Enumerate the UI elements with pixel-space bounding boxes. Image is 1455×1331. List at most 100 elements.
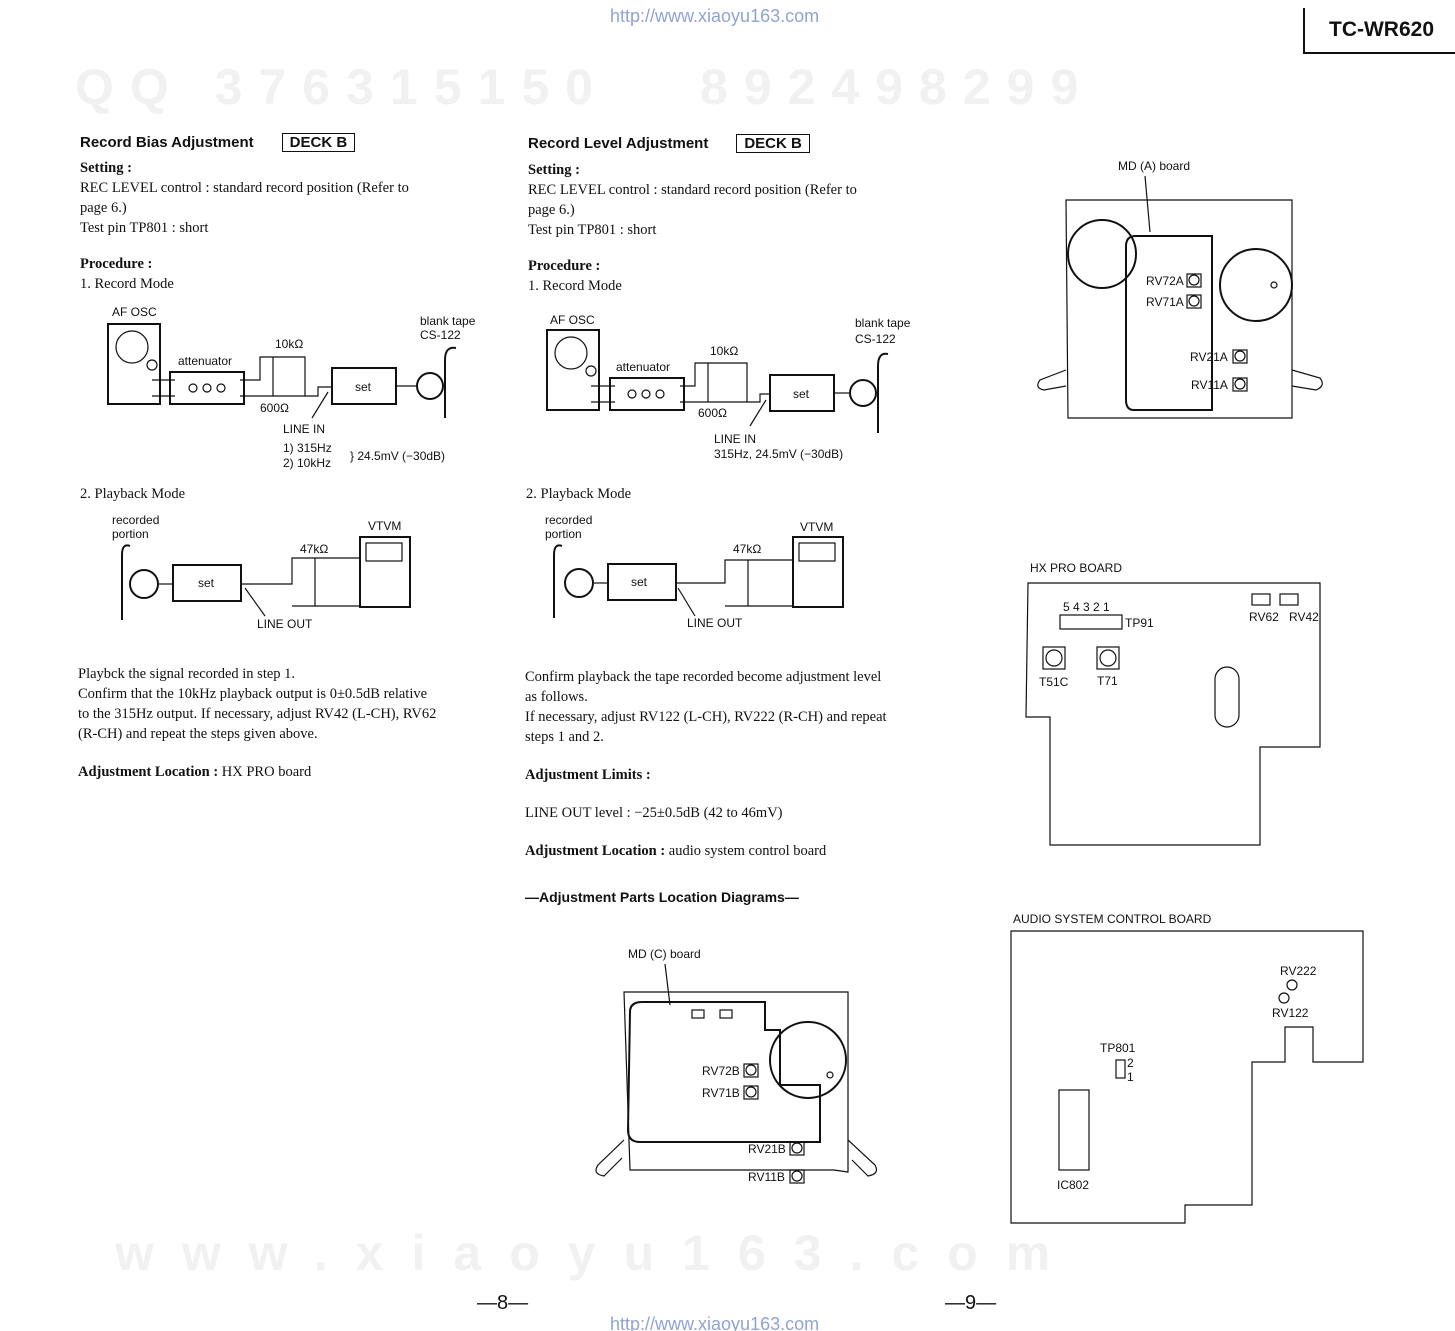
cassette-label: CS-122 [855, 332, 896, 346]
portion-label: portion [545, 527, 582, 541]
page-number-right: —9— [945, 1292, 997, 1314]
playback-mode-diagram: recorded portion set 47kΩ VTVM LINE OUT [545, 513, 844, 630]
rv11a-label: RV11A [1191, 378, 1228, 392]
middle-heading: Record Level Adjustment DECK B [528, 134, 810, 153]
step-label: 2. Playback Mode [80, 486, 186, 502]
procedure-label: Procedure : [528, 258, 601, 274]
body-line: If necessary, adjust RV122 (L-CH), RV222… [525, 709, 887, 725]
vtvm-label: VTVM [800, 520, 833, 534]
set-label: set [198, 576, 215, 590]
af-osc-box [107, 323, 161, 405]
record-mode-diagram: AF OSC attenuator 10kΩ 600Ω set blank ta… [107, 305, 476, 470]
setting-block: Setting : REC LEVEL control : standard r… [528, 160, 928, 296]
rv222-label: RV222 [1280, 964, 1317, 978]
line-in-label: LINE IN [714, 432, 756, 446]
location-value: HX PRO board [221, 764, 312, 780]
vtvm-label: VTVM [368, 519, 401, 533]
watermark: QQ 376315150 [75, 59, 609, 115]
signal-level: } 24.5mV (−30dB) [350, 449, 445, 463]
header-url[interactable]: http://www.xiaoyu163.com [610, 6, 820, 26]
recorded-label: recorded [112, 513, 159, 527]
body-line: (R-CH) and repeat the steps given above. [78, 726, 318, 742]
rv21a-label: RV21A [1190, 350, 1228, 364]
step-label: 2. Playback Mode [526, 486, 632, 502]
board-label: HX PRO BOARD [1030, 561, 1122, 575]
deck-badge: DECK B [736, 134, 810, 153]
watermark: www.xiaoyu163.com [115, 1225, 1079, 1281]
md-c-board-diagram: MD (C) board RV72B RV71B RV21B RV11B [595, 947, 878, 1184]
setting-line: page 6.) [528, 202, 575, 218]
resistor-47k-label: 47kΩ [733, 542, 761, 556]
setting-line: Test pin TP801 : short [80, 220, 209, 236]
set-label: set [631, 575, 648, 589]
body-line: Confirm that the 10kHz playback output i… [78, 686, 428, 702]
setting-line: page 6.) [80, 200, 127, 216]
parts-diagrams-title: —Adjustment Parts Location Diagrams— [525, 889, 799, 905]
procedure-label: Procedure : [80, 256, 153, 272]
blank-tape-label: blank tape [855, 316, 911, 330]
body-line: to the 315Hz output. If necessary, adjus… [78, 706, 437, 722]
ic802-label: IC802 [1057, 1178, 1089, 1192]
attenuator-label: attenuator [616, 360, 670, 374]
setting-label: Setting : [80, 160, 132, 176]
resistor-10k-label: 10kΩ [710, 344, 738, 358]
t51c-label: T51C [1039, 675, 1069, 689]
body-line: Confirm playback the tape recorded becom… [525, 669, 882, 685]
limits-label: Adjustment Limits : [525, 767, 651, 783]
recorded-label: recorded [545, 513, 592, 527]
section-title: Record Bias Adjustment [80, 134, 254, 151]
rv62-label: RV62 [1249, 610, 1279, 624]
setting-label: Setting : [528, 162, 580, 178]
rv72a-label: RV72A [1146, 274, 1184, 288]
resistor-47k-label: 47kΩ [300, 542, 328, 556]
location-label: Adjustment Location : [525, 843, 666, 859]
left-heading: Record Bias Adjustment DECK B [80, 133, 356, 152]
resistor-10k-label: 10kΩ [275, 337, 303, 351]
setting-line: Test pin TP801 : short [528, 222, 657, 238]
body-line: steps 1 and 2. [525, 729, 604, 745]
model-number: TC-WR620 [1303, 8, 1455, 54]
rv42-label: RV42 [1289, 610, 1319, 624]
location-value: audio system control board [668, 843, 827, 859]
step-label: 1. Record Mode [80, 276, 174, 292]
playback-mode-diagram: recorded portion set 47kΩ VTVM LINE OUT [112, 513, 411, 631]
resistor-600-label: 600Ω [260, 401, 289, 415]
rv71a-label: RV71A [1146, 295, 1184, 309]
tp91-label: TP91 [1125, 616, 1154, 630]
board-label: MD (A) board [1118, 159, 1190, 173]
rv122-label: RV122 [1272, 1006, 1309, 1020]
tp801-pin-1: 1 [1127, 1070, 1134, 1084]
audio-system-control-board-diagram: AUDIO SYSTEM CONTROL BOARD RV222 RV122 T… [1010, 912, 1364, 1224]
attenuator-label: attenuator [178, 354, 232, 368]
body-line: Playbck the signal recorded in step 1. [78, 666, 296, 682]
hx-pro-board-diagram: HX PRO BOARD 5 4 3 2 1 TP91 RV62 RV42 T5… [1025, 561, 1321, 846]
body-line: as follows. [525, 689, 588, 705]
af-osc-label: AF OSC [550, 313, 595, 327]
page-number-left: —8— [477, 1292, 529, 1314]
blank-tape-label: blank tape [420, 314, 476, 328]
rv21b-label: RV21B [748, 1142, 786, 1156]
line-out-label: LINE OUT [257, 617, 313, 631]
frequency-1: 1) 315Hz [283, 441, 332, 455]
middle-body: Confirm playback the tape recorded becom… [525, 667, 935, 861]
deck-badge: DECK B [281, 133, 356, 152]
setting-block: Setting : REC LEVEL control : standard r… [80, 158, 480, 294]
md-a-board-diagram: MD (A) board RV72A RV71A RV21A RV11A [1037, 159, 1323, 419]
set-label: set [355, 380, 372, 394]
line-out-label: LINE OUT [687, 616, 743, 630]
limits-value: LINE OUT level : −25±0.5dB (42 to 46mV) [525, 805, 783, 821]
tp801-label: TP801 [1100, 1041, 1136, 1055]
rv11b-label: RV11B [748, 1170, 785, 1184]
af-osc-label: AF OSC [112, 305, 157, 319]
footer-url[interactable]: http://www.xiaoyu163.com [610, 1314, 820, 1331]
location-label: Adjustment Location : [78, 764, 219, 780]
cassette-label: CS-122 [420, 328, 461, 342]
watermark: 892498299 [700, 59, 1095, 115]
resistor-600-label: 600Ω [698, 406, 727, 420]
step-label: 1. Record Mode [528, 278, 622, 294]
record-mode-diagram: AF OSC attenuator 10kΩ 600Ω set blank ta… [546, 313, 911, 461]
section-title: Record Level Adjustment [528, 135, 709, 152]
tp91-pin-numbers: 5 4 3 2 1 [1063, 600, 1110, 614]
left-body: Playbck the signal recorded in step 1. C… [78, 664, 488, 782]
